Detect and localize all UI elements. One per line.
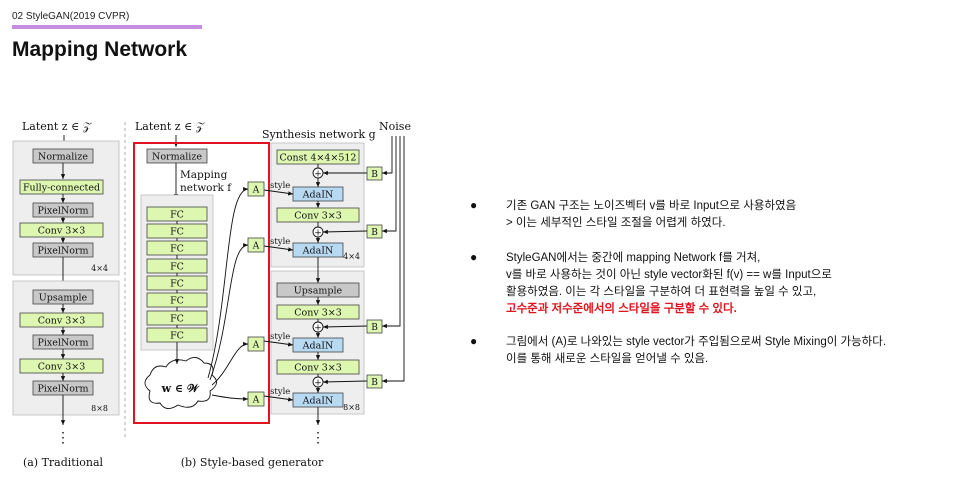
trad-res-4x4: 4×4 [91,264,108,273]
w-to-A1 [207,187,249,379]
synth-res-4x4: 4×4 [343,252,360,261]
trad-latent-label: Latent z ∈ 𝒵 [22,120,92,133]
mapping-fc-2-label: FC [170,227,184,238]
style-latent-label: Latent z ∈ 𝒵 [135,120,205,133]
mapping-fc-8-label: FC [170,331,184,342]
synth-continuation-dots: ⋮ [311,430,325,446]
B-to-add-4 [322,379,368,385]
style-injection-label: style [270,387,290,397]
B-to-add-3 [322,324,368,330]
style-affine-A-2-label: A [252,242,260,252]
noise-add-plus: + [314,170,322,180]
noise-add-plus: + [314,324,322,334]
bullet-dot: ● [470,250,478,264]
trad-conv [19,358,104,374]
synth-res-8x8: 8×8 [343,403,360,412]
trad-res-8x8: 8×8 [91,404,108,413]
page-title: Mapping Network [12,38,188,61]
section-tag: 02 StyleGAN(2019 CVPR) [12,11,130,22]
style-injection-label: style [270,181,290,191]
B-to-add-2 [322,229,368,235]
w-latent-label: w ∈ 𝒲 [161,382,200,395]
const-input-label: Const 4×4×512 [280,153,357,164]
w-to-A4 [211,394,249,402]
mapping-fc-1-label: FC [170,210,184,221]
trad-normalize-label: Normalize [38,152,88,163]
w-latent-cloud [144,357,217,409]
noise-line-4 [382,136,405,384]
bullet-1-line-2: > 이는 세부적인 스타일 조절을 어렵게 하였다. [506,217,726,229]
w-to-A3 [211,341,249,386]
adain-1-label: AdaIN [302,190,334,201]
bullet-3-line-2: 이를 통해 새로운 스타일을 얻어낼 수 있음. [506,353,709,365]
mapping-fc-6-label: FC [170,296,184,307]
style-affine-A-1-label: A [252,186,260,196]
trad-conv-label: Conv 3×3 [38,316,86,327]
bullet-2-line-3: 활용하였음. 이는 각 스타일을 구분하여 더 표현력을 높일 수 있고, [506,286,817,298]
bullet-2-highlight: 고수준과 저수준에서의 스타일을 구분할 수 있다. [506,303,737,315]
trad-conv-label: Conv 3×3 [38,362,86,373]
style-normalize [146,148,208,164]
synth-conv-2-label: Conv 3×3 [294,308,342,319]
bullet-dot: ● [470,334,478,348]
A-to-adain-2 [263,245,294,252]
A-to-adain-1 [263,189,294,196]
trad-caption: (a) Traditional [23,456,104,469]
trad-fully-connected [19,179,104,195]
noise-add-plus: + [314,379,322,389]
style-normalize-label: Normalize [152,152,202,163]
mapping-highlight-frame [133,142,270,424]
synth-upsample-label: Upsample [294,286,343,297]
A-to-adain-3 [263,340,294,347]
trad-pixelnorm-label: PixelNorm [37,384,88,395]
trad-conv [19,222,104,238]
synthesis-network-label: Synthesis network g [262,128,376,141]
noise-scale-B-4-label: B [371,378,378,388]
mapping-network-label-2: network f [180,182,232,194]
trad-conv [19,312,104,328]
A-to-adain-4 [263,395,294,402]
bullet-3-line-1: 그림에서 (A)로 나와있는 style vector가 주입됨으로써 Styl… [506,336,887,348]
style-injection-label: style [270,332,290,342]
synth-conv-3-label: Conv 3×3 [294,363,342,374]
style-affine-A-3-label: A [252,341,260,351]
noise-add-plus: + [314,229,322,239]
trad-pixelnorm-label: PixelNorm [37,246,88,257]
trad-continuation-dots: ⋮ [56,430,70,446]
mapping-fc-5-label: FC [170,279,184,290]
bullet-1-line-1: 기존 GAN 구조는 노이즈벡터 v를 바로 Input으로 사용하였음 [506,200,797,212]
synth-conv-1-label: Conv 3×3 [294,211,342,222]
adain-3-label: AdaIN [302,341,334,352]
style-caption: (b) Style-based generator [181,456,324,469]
noise-line-2 [382,136,397,234]
noise-scale-B-3-label: B [371,323,378,333]
noise-scale-B-1-label: B [371,170,378,180]
trad-pixelnorm-label: PixelNorm [37,206,88,217]
w-to-A2 [209,243,249,381]
trad-pixelnorm-label: PixelNorm [37,338,88,349]
noise-line-1 [382,136,393,176]
style-affine-A-4-label: A [252,396,260,406]
adain-2-label: AdaIN [302,246,334,257]
mapping-fc-7-label: FC [170,314,184,325]
style-injection-label: style [270,237,290,247]
noise-label: Noise [379,120,411,133]
bullet-2-line-1: StyleGAN에서는 중간에 mapping Network f를 거쳐, [506,252,761,264]
mapping-network-label-1: Mapping [180,169,228,181]
trad-conv-label: Conv 3×3 [38,226,86,237]
adain-4-label: AdaIN [302,396,334,407]
trad-fully-connected-label: Fully-connected [23,183,100,194]
section-tag-underline [12,25,202,29]
trad-upsample-label: Upsample [39,293,88,304]
bullet-dot: ● [470,198,478,212]
bullet-2-line-2: v를 바로 사용하는 것이 아닌 style vector화된 f(v) == … [506,269,832,281]
noise-line-3 [382,136,401,329]
mapping-fc-4-label: FC [170,262,184,273]
mapping-fc-3-label: FC [170,244,184,255]
noise-scale-B-2-label: B [371,228,378,238]
